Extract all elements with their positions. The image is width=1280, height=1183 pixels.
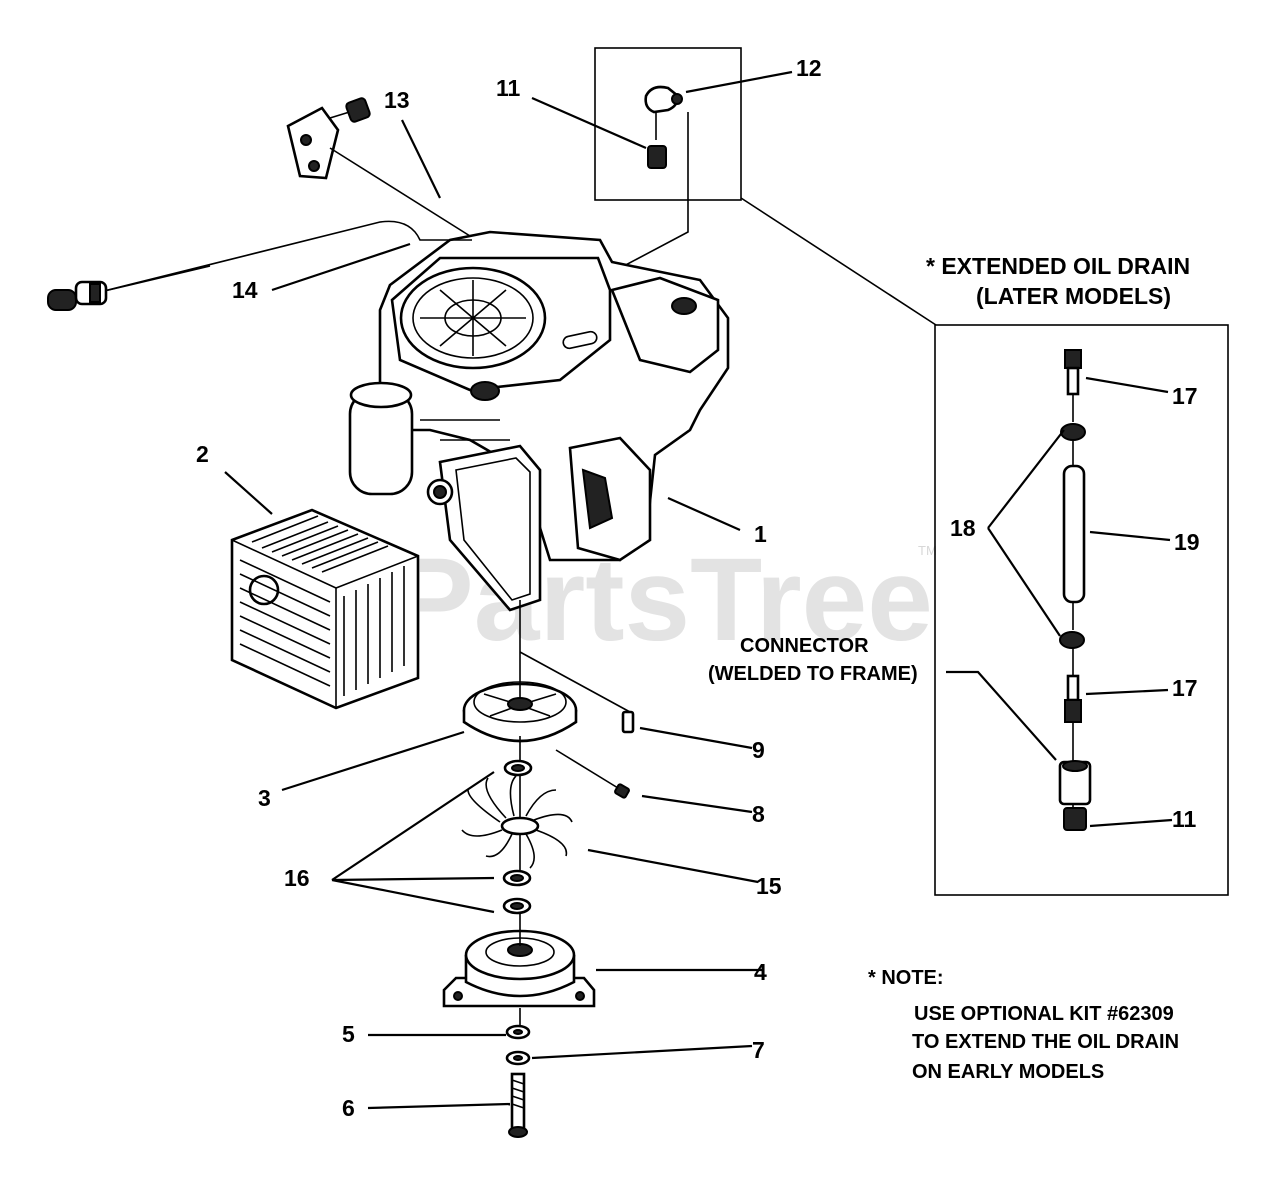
callout-8: 8 — [752, 801, 765, 827]
callout-11-extended: 11 — [1172, 806, 1197, 832]
pto-clutch-part — [442, 929, 596, 1008]
callout-14: 14 — [232, 277, 258, 303]
callout-17-top: 17 — [1172, 383, 1198, 409]
callout-5: 5 — [342, 1021, 355, 1047]
lockwasher-part — [505, 1024, 531, 1040]
callout-18: 18 — [950, 515, 976, 541]
callout-9: 9 — [752, 737, 765, 763]
detail-box-fitting — [594, 47, 742, 201]
setscrew-part — [614, 783, 630, 799]
oil-drain-guide-line — [619, 112, 689, 269]
extended-drain-subtitle: (LATER MODELS) — [976, 283, 1171, 309]
flat-washer-part — [505, 1050, 531, 1066]
callout-4: 4 — [754, 959, 767, 985]
note-line-1: USE OPTIONAL KIT #62309 — [914, 1003, 1174, 1025]
key-part — [621, 710, 635, 734]
callout-19: 19 — [1174, 529, 1200, 555]
detail-connect-line — [740, 197, 937, 326]
washer-parts — [502, 759, 533, 915]
callout-7: 7 — [752, 1037, 765, 1063]
callout-12: 12 — [796, 55, 822, 81]
callout-6: 6 — [342, 1095, 355, 1121]
callout-16: 16 — [284, 865, 310, 891]
elbow-fitting-part — [644, 85, 683, 114]
engine-part — [348, 230, 730, 686]
connector-sublabel: (WELDED TO FRAME) — [708, 663, 918, 685]
note-line-3: ON EARLY MODELS — [912, 1061, 1104, 1083]
extended-drain-title: * EXTENDED OIL DRAIN — [926, 253, 1190, 279]
setscrew-guide-line — [555, 749, 619, 789]
fan-part — [461, 775, 573, 869]
note-line-2: TO EXTEND THE OIL DRAIN — [912, 1031, 1179, 1053]
plug-part-small — [647, 145, 667, 169]
extended-drain-parts — [1058, 349, 1092, 831]
callout-3: 3 — [258, 785, 271, 811]
connector-label: CONNECTOR — [740, 635, 869, 657]
key-guide-line — [519, 651, 631, 713]
choke-cable-part — [47, 220, 472, 311]
callout-13: 13 — [384, 87, 410, 113]
callout-15: 15 — [756, 873, 782, 899]
throttle-cable-part — [286, 97, 471, 237]
callout-11-detail: 11 — [496, 75, 521, 101]
extended-drain-panel — [934, 324, 1229, 896]
callout-1: 1 — [754, 521, 767, 547]
bolt-part — [508, 1072, 528, 1138]
note-title: * NOTE: — [868, 967, 944, 989]
pulley-part — [462, 681, 578, 743]
callout-17-bottom: 17 — [1172, 675, 1198, 701]
muffler-part — [230, 508, 420, 710]
leader-lines — [224, 70, 1173, 1110]
callout-2: 2 — [196, 441, 209, 467]
watermark-tm: TM — [918, 543, 937, 558]
